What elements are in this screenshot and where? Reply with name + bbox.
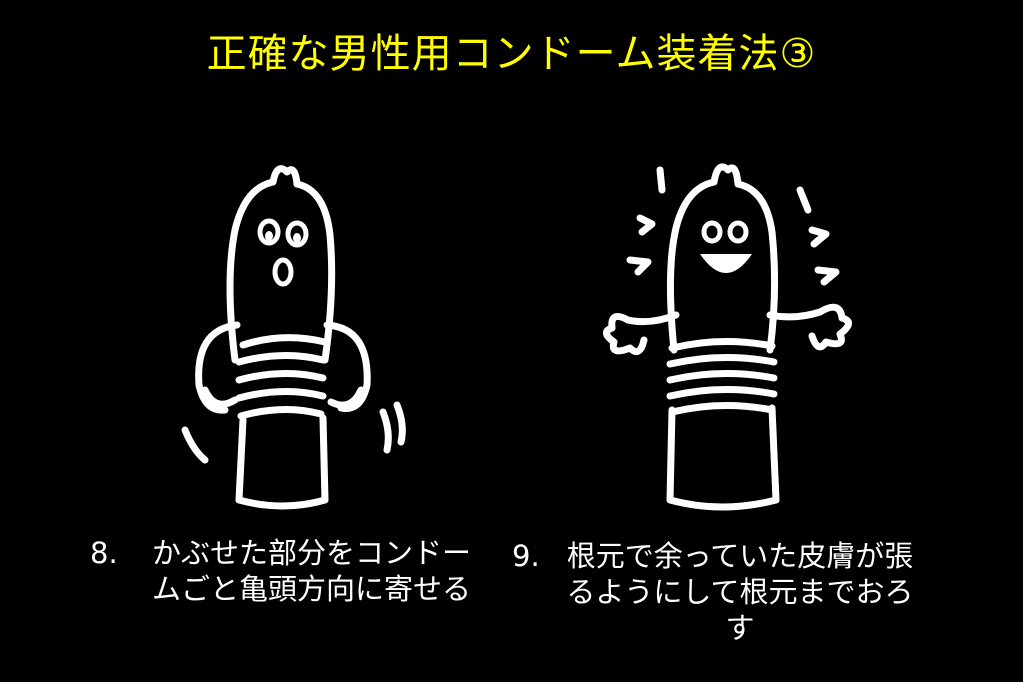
condom-character-happy-illustration: [603, 163, 852, 511]
step-text: かぶせた部分をコンドームごと亀頭方向に寄せる: [152, 536, 472, 606]
step-8: 8. かぶせた部分をコンドームごと亀頭方向に寄せる: [90, 535, 510, 665]
condom-character-surprised-illustration: [181, 165, 406, 510]
step-text: 根元で余っていた皮膚が張るようにして根元までおろす: [566, 539, 914, 645]
step-number: 8.: [90, 536, 118, 570]
step-9: 9. 根元で余っていた皮膚が張るようにして根元までおろす: [512, 538, 932, 668]
step-number: 9.: [512, 539, 540, 573]
slide-title: 正確な男性用コンドーム装着法③: [206, 31, 817, 77]
